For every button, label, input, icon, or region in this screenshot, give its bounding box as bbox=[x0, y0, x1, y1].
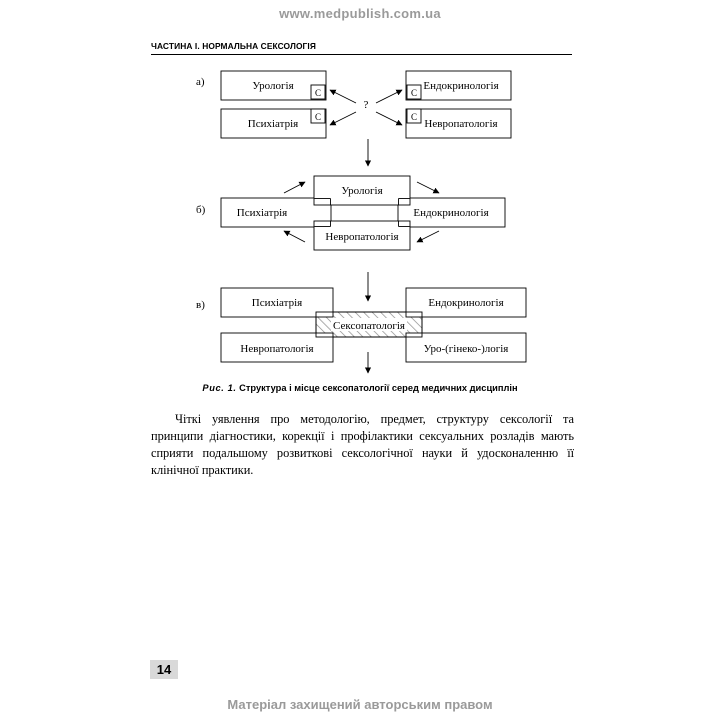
header-rule bbox=[151, 54, 572, 55]
caption-text: Структура і місце сексопатології серед м… bbox=[239, 383, 518, 393]
box-endocrinology-a bbox=[405, 70, 512, 101]
box-urology-a-label: Урологія bbox=[252, 80, 293, 92]
body-paragraph: Чіткі уявлення про методологію, предмет,… bbox=[151, 411, 574, 479]
box-endocrinology-a-label: Ендокринологія bbox=[423, 80, 498, 92]
box-urogynecology-c bbox=[405, 332, 527, 363]
box-psychiatry-b-label: Психіатрія bbox=[237, 207, 287, 219]
arrow-to-neuropathology bbox=[375, 111, 403, 126]
box-neuropathology-a-label: Невропатологія bbox=[424, 118, 497, 130]
connector-tab bbox=[406, 84, 422, 100]
caption-prefix: Рис. 1. bbox=[202, 383, 237, 393]
box-endocrinology-b-label: Ендокринологія bbox=[413, 207, 488, 219]
center-label-bg bbox=[331, 318, 407, 331]
page-number: 14 bbox=[150, 660, 178, 679]
box-neuropathology-b-label: Невропатологія bbox=[325, 231, 398, 243]
paragraph-text: Чіткі уявлення про методологію, предмет,… bbox=[151, 412, 574, 477]
copyright-watermark: Матеріал захищений авторським правом bbox=[227, 697, 493, 712]
box-psychiatry-b bbox=[220, 197, 332, 228]
connector-tab bbox=[406, 108, 422, 124]
box-psychiatry-a bbox=[220, 108, 327, 139]
panel-b-label: б) bbox=[196, 204, 206, 216]
box-neuropathology-a bbox=[405, 108, 512, 139]
arrow-to-endocrinology bbox=[375, 89, 403, 104]
connector-tab bbox=[310, 108, 326, 124]
cycle-arrow bbox=[283, 181, 306, 194]
box-neuropathology-c-label: Невропатологія bbox=[240, 343, 313, 355]
box-endocrinology-b bbox=[397, 197, 506, 228]
site-watermark: www.medpublish.com.ua bbox=[279, 6, 441, 21]
box-neuropathology-c bbox=[220, 332, 334, 363]
box-endocrinology-c bbox=[405, 287, 527, 318]
arrow-to-urology bbox=[329, 89, 357, 104]
box-psychiatry-c-label: Психіатрія bbox=[252, 297, 302, 309]
center-outline bbox=[315, 311, 423, 338]
arrow-to-psychiatry bbox=[329, 111, 357, 126]
connector-label: С bbox=[411, 88, 417, 98]
cycle-arrow bbox=[283, 230, 306, 243]
connector-label: С bbox=[315, 88, 321, 98]
panel-c-label: в) bbox=[196, 299, 205, 311]
box-urology-b-label: Урологія bbox=[341, 185, 382, 197]
connector-label: С bbox=[315, 112, 321, 122]
disciplines-diagram: а) Урологія Психіатрія Ендокринологія Не… bbox=[196, 70, 527, 374]
panel-a-label: а) bbox=[196, 76, 205, 88]
cycle-arrow bbox=[416, 181, 440, 194]
center-label: Сексопатологія bbox=[333, 320, 405, 332]
box-psychiatry-a-label: Психіатрія bbox=[248, 118, 298, 130]
connector-label: С bbox=[411, 112, 417, 122]
box-psychiatry-c bbox=[220, 287, 334, 318]
question-mark: ? bbox=[364, 99, 369, 111]
box-endocrinology-c-label: Ендокринологія bbox=[428, 297, 503, 309]
connector-tab bbox=[310, 84, 326, 100]
cycle-arrow bbox=[416, 230, 440, 243]
box-urogynecology-c-label: Уро-(гінеко-)логія bbox=[424, 343, 509, 355]
box-urology-b bbox=[313, 175, 411, 206]
running-head: ЧАСТИНА І. НОРМАЛЬНА СЕКСОЛОГІЯ bbox=[151, 41, 316, 51]
box-neuropathology-b bbox=[313, 220, 411, 251]
box-urology-a bbox=[220, 70, 327, 101]
figure-caption: Рис. 1. Структура і місце сексопатології… bbox=[0, 383, 720, 393]
